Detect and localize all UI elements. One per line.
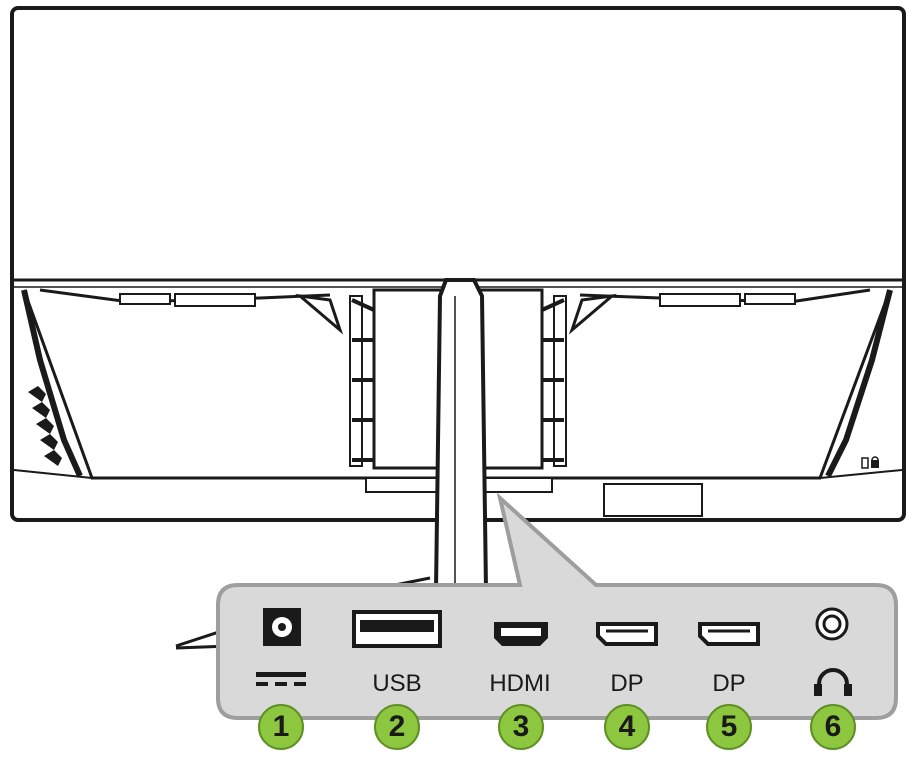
port-number-badge: 2 <box>374 704 420 750</box>
side-control-buttons <box>28 386 62 466</box>
port-label-usb: USB <box>372 670 422 697</box>
port-number-badge: 5 <box>706 704 752 750</box>
displayport-icon <box>698 622 760 646</box>
port-number-badge: 4 <box>604 704 650 750</box>
port-label-dp-1: DP <box>610 670 644 697</box>
monitor-body <box>10 6 906 522</box>
audio-jack-icon <box>815 607 849 641</box>
dc-symbol-icon <box>256 672 306 686</box>
headphone-jack-icon <box>814 668 852 696</box>
hdmi-port-icon <box>494 622 548 646</box>
port-number-badge: 6 <box>810 704 856 750</box>
port-label-dp-2: DP <box>712 670 746 697</box>
port-number-badge: 3 <box>498 704 544 750</box>
displayport-icon <box>596 622 658 646</box>
stand-neck <box>433 278 489 592</box>
usb-port-icon <box>352 610 442 648</box>
dc-power-icon <box>263 608 301 646</box>
callout-panel <box>216 492 898 720</box>
kensington-lock-icon <box>861 456 879 469</box>
port-label-hdmi: HDMI <box>489 670 551 697</box>
port-number-badge: 1 <box>258 704 304 750</box>
